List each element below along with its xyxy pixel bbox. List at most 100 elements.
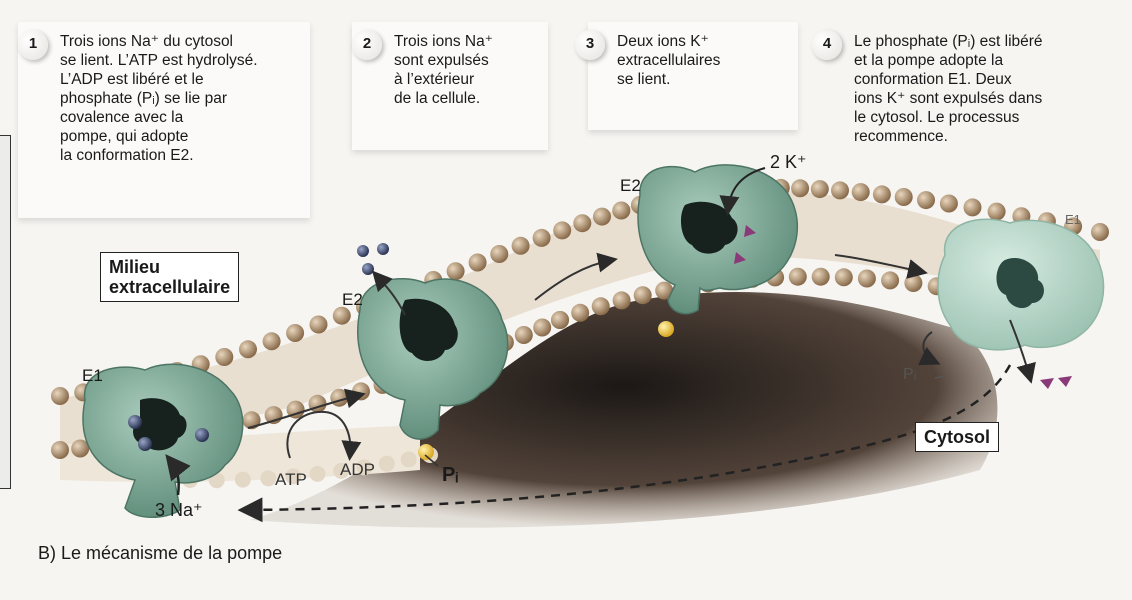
phospholipid-head <box>71 439 90 458</box>
step-3-card <box>588 22 798 130</box>
arrow-step1-to-2 <box>247 388 366 429</box>
phospholipid-head <box>286 400 305 419</box>
phospholipid-head <box>468 253 487 272</box>
arrow-pi-pointer <box>424 454 439 467</box>
conformation-label-e2: E2 <box>620 176 641 195</box>
phospholipid-head <box>872 185 891 204</box>
phospholipid-head <box>400 451 417 468</box>
phospholipid-head <box>987 202 1006 221</box>
sodium-ion <box>377 243 389 255</box>
phospholipid-head <box>788 267 807 286</box>
phospholipid-head <box>285 468 302 485</box>
step-1-text: Trois ions Na⁺ du cytosol se lient. L’AT… <box>60 33 258 164</box>
step-number: 3 <box>575 30 605 60</box>
phospholipid-head <box>834 268 853 287</box>
phospholipid-head <box>894 188 913 206</box>
phosphate-label: Pᵢ <box>903 366 917 383</box>
phospholipid-head <box>633 286 652 305</box>
step-4-text: Le phosphate (Pᵢ) est libéré et la pompe… <box>854 33 1043 145</box>
arrow-step3-to-4 <box>834 254 928 279</box>
phospholipid-head <box>286 324 305 342</box>
phospholipid-head <box>857 269 876 288</box>
conformation-label-e2: E2 <box>342 290 363 309</box>
phospholipid-head <box>511 236 530 255</box>
extracellular-label: Milieu extracellulaire <box>100 252 240 302</box>
conformation-label-e1: E1 <box>1065 212 1081 227</box>
phospholipid-head <box>446 262 465 281</box>
arrow-pi-release <box>918 331 941 366</box>
phospholipid-head <box>593 207 611 226</box>
arrow-pi-pointer <box>934 375 946 379</box>
phospholipid-head <box>51 387 69 405</box>
pump-e2-step2 <box>357 278 509 440</box>
cytosol-label: Cytosol <box>915 422 1000 452</box>
phospholipid-head <box>333 462 350 479</box>
phospholipid-head <box>215 348 234 366</box>
figure-caption: B) Le mécanisme de la pompe <box>38 543 283 563</box>
phospholipid-head <box>571 303 590 322</box>
step-number: 2 <box>352 30 382 60</box>
phospholipid-head <box>612 201 631 220</box>
potassium-ion <box>1058 376 1072 387</box>
sodium-ion <box>362 263 374 275</box>
sodium-ion <box>128 415 142 429</box>
sodium-ion <box>357 245 369 257</box>
left-frame-edge <box>0 135 11 489</box>
potassium-label: 2 K⁺ <box>770 152 807 172</box>
phospholipid-head <box>309 465 326 482</box>
phospholipid-head <box>356 459 373 476</box>
membrane-bilayer-upper <box>60 189 1100 445</box>
potassium-ion <box>1040 378 1054 389</box>
phospholipid-head <box>490 245 509 263</box>
sodium-ion <box>195 428 209 442</box>
arrow-na-exit <box>371 270 406 316</box>
phospholipid-head <box>655 281 674 300</box>
phospholipid-head <box>963 198 982 217</box>
step-1-card <box>18 22 310 218</box>
phospholipid-head <box>917 191 935 210</box>
phospholipid-head <box>309 315 328 334</box>
potassium-ion <box>734 252 746 264</box>
phospholipid-head <box>533 318 552 337</box>
sodium-label: 3 Na⁺ <box>155 500 203 520</box>
phospholipid-head <box>791 179 810 198</box>
arrow-na-entry <box>165 454 191 496</box>
phospholipid-head <box>573 214 592 233</box>
phospholipid-head <box>514 326 533 344</box>
phospholipid-head <box>612 291 631 310</box>
phospholipid-head <box>810 180 829 199</box>
potassium-ion <box>744 225 756 237</box>
phospholipid-head <box>51 441 69 459</box>
arrow-k-entry <box>719 167 766 216</box>
phosphate-label: Pᵢ <box>442 464 459 486</box>
phosphate-ion <box>658 321 674 337</box>
phospholipid-head <box>532 228 551 247</box>
phospholipid-head <box>851 183 870 202</box>
phospholipid-head <box>378 455 395 472</box>
phospholipid-head <box>262 332 281 351</box>
phospholipid-head <box>260 470 277 487</box>
phosphate-ion <box>418 444 434 460</box>
phospholipid-head <box>551 311 569 329</box>
arrow-atp-adp <box>286 410 362 461</box>
sodium-ion <box>138 437 152 451</box>
step-3-text: Deux ions K⁺ extracellulaires se lient. <box>617 33 721 88</box>
pump-e1-step4 <box>937 218 1105 351</box>
phospholipid-head <box>332 306 351 325</box>
phospholipid-head <box>831 181 849 200</box>
arrow-k-release <box>1009 319 1036 384</box>
step-2-text: Trois ions Na⁺ sont expulsés à l’extérie… <box>394 33 493 107</box>
phospholipid-head <box>234 471 251 488</box>
pump-e1-step1 <box>82 363 244 518</box>
phospholipid-head <box>242 411 261 430</box>
phospholipid-head <box>939 194 958 213</box>
membrane-cavity <box>250 291 998 528</box>
phospholipid-head <box>881 271 900 290</box>
step-number: 4 <box>812 30 842 60</box>
atp-label: ATP <box>275 470 307 489</box>
step-2-card <box>352 22 548 150</box>
phospholipid-head <box>591 297 610 316</box>
adp-label: ADP <box>340 460 375 479</box>
